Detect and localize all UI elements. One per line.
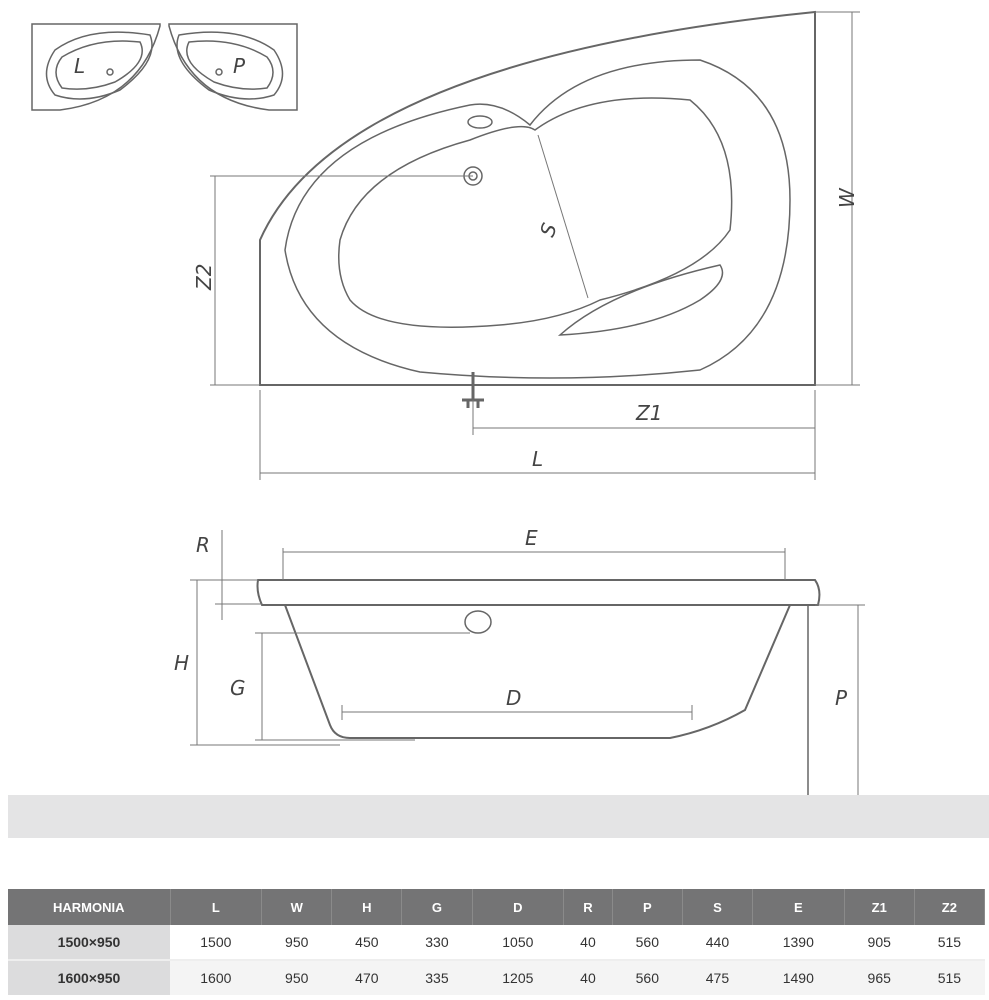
table-cell: 515 (914, 960, 985, 995)
table-cell: 1390 (752, 925, 845, 961)
right-variant-label: P (233, 54, 246, 78)
table-header-row: HARMONIA L W H G D R P S E Z1 Z2 (8, 889, 986, 925)
header-cell: Z1 (844, 889, 915, 925)
dim-label-r: R (196, 533, 210, 557)
model-cell: 1600×950 (8, 960, 170, 995)
plan-view (259, 10, 816, 408)
header-cell: G (401, 889, 473, 925)
header-cell: H (331, 889, 403, 925)
table-cell: 1600 (170, 960, 262, 995)
dim-label-e: E (525, 526, 538, 550)
header-cell: L (170, 889, 263, 925)
bathtub-technical-drawing: L P W Z2 S Z1 L R E H G D P (31, 10, 865, 800)
right-variant-icon: P (168, 23, 298, 111)
table-cell: 950 (261, 925, 332, 961)
header-cell: P (612, 889, 683, 925)
table-row: 1500×950 1500 950 450 330 1050 40 560 44… (8, 925, 985, 961)
dim-label-l: L (532, 447, 543, 471)
table-cell: 965 (844, 960, 915, 995)
dim-label-p: P (835, 686, 848, 710)
header-cell: D (472, 889, 565, 925)
dim-label-z1: Z1 (635, 401, 662, 425)
header-cell: R (563, 889, 613, 925)
table-cell: 560 (612, 960, 683, 995)
dim-label-d: D (506, 686, 521, 710)
table-cell: 40 (563, 960, 613, 995)
header-cell: E (752, 889, 845, 925)
floor-band (8, 795, 989, 838)
header-cell: S (682, 889, 753, 925)
dim-label-z2: Z2 (192, 264, 216, 291)
table-cell: 950 (261, 960, 332, 995)
table-cell: 330 (401, 925, 472, 961)
table-cell: 440 (682, 925, 753, 961)
dim-label-s: S (535, 220, 562, 240)
table-cell: 335 (401, 960, 472, 995)
model-cell: 1500×950 (8, 925, 170, 961)
left-variant-icon: L (31, 23, 161, 111)
table-cell: 560 (612, 925, 683, 961)
table-row: 1600×950 1600 950 470 335 1205 40 560 47… (8, 960, 985, 995)
dim-label-w: W (835, 187, 859, 208)
header-cell: Z2 (914, 889, 986, 925)
side-view (256, 579, 821, 800)
table-cell: 905 (844, 925, 915, 961)
table-cell: 1500 (170, 925, 262, 961)
table-cell: 475 (682, 960, 753, 995)
table-cell: 450 (331, 925, 402, 961)
table-cell: 470 (331, 960, 402, 995)
table-cell: 1490 (752, 960, 845, 995)
table-cell: 515 (914, 925, 985, 961)
header-model: HARMONIA (8, 889, 171, 925)
table-cell: 40 (563, 925, 613, 961)
dimensions-table: HARMONIA L W H G D R P S E Z1 Z2 1500×95… (8, 889, 986, 995)
table-cell: 1050 (472, 925, 564, 961)
left-variant-label: L (74, 54, 85, 78)
header-cell: W (261, 889, 333, 925)
dim-label-h: H (174, 651, 189, 675)
table-cell: 1205 (472, 960, 564, 995)
dim-label-g: G (230, 676, 246, 700)
